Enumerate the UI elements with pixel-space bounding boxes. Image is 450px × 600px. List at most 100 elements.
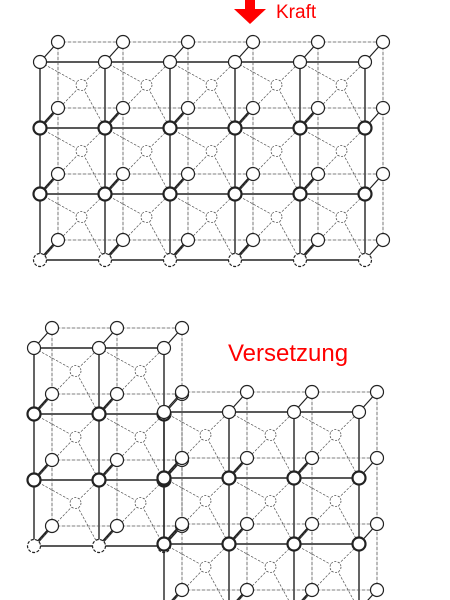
lattice-atom	[91, 340, 107, 356]
lattice-atom	[44, 386, 60, 402]
lattice-atom	[156, 340, 172, 356]
lattice-atom	[174, 320, 190, 336]
inner-atom	[199, 561, 212, 573]
lattice-bond	[104, 61, 147, 86]
lattice-atom	[221, 470, 237, 486]
lattice-atom	[50, 100, 66, 116]
lattice-atom	[97, 54, 113, 70]
inner-atom	[69, 431, 82, 443]
lattice-bond	[98, 347, 141, 372]
lattice-atom	[221, 536, 237, 552]
lattice-atom	[239, 582, 255, 598]
lattice-bond	[33, 347, 76, 372]
lattice-bond	[39, 127, 82, 152]
lattice-atom	[26, 472, 42, 488]
lattice-atom	[26, 538, 42, 554]
lattice-atom	[239, 516, 255, 532]
lattice-atom	[50, 232, 66, 248]
inner-atom	[134, 497, 147, 509]
lattice-atom	[32, 54, 48, 70]
lattice-bond	[33, 413, 76, 438]
lattice-bond	[270, 566, 289, 600]
inner-atom	[140, 145, 153, 157]
inner-atom	[270, 145, 283, 157]
lattice-atom	[162, 120, 178, 136]
lattice-atom	[245, 232, 261, 248]
lattice-atom	[304, 384, 320, 400]
dislocated-crystal-lattice	[26, 320, 385, 600]
lattice-atom	[245, 100, 261, 116]
inner-atom	[205, 145, 218, 157]
lattice-atom	[91, 406, 107, 422]
lattice-bond	[276, 150, 301, 195]
lattice-atoms	[32, 34, 391, 268]
lattice-atom	[351, 536, 367, 552]
lattice-atom	[292, 186, 308, 202]
lattice-atom	[180, 100, 196, 116]
lattice-bond	[228, 411, 271, 436]
lattice-atom	[97, 120, 113, 136]
lattice-bond	[205, 434, 230, 479]
lattice-atom	[351, 470, 367, 486]
lattice-bond	[335, 566, 354, 600]
lattice-bond	[169, 127, 212, 152]
lattice-bond	[211, 216, 236, 261]
lattice-atom	[162, 54, 178, 70]
lattice-bond	[169, 61, 212, 86]
lattice-bond	[33, 479, 76, 504]
lattice-atom	[369, 516, 385, 532]
lattice-bond	[276, 216, 301, 261]
lattice-bond	[293, 477, 336, 502]
inner-atom	[270, 211, 283, 223]
inner-atom	[205, 211, 218, 223]
lattice-bond	[293, 411, 336, 436]
lattice-atom	[227, 54, 243, 70]
lattice-atom	[162, 252, 178, 268]
lattice-bond	[205, 566, 224, 600]
lattice-atom	[174, 582, 190, 598]
lattice-atom	[32, 186, 48, 202]
inner-atom	[134, 431, 147, 443]
inner-atom	[335, 211, 348, 223]
inner-atom	[270, 79, 283, 91]
inner-atom	[205, 79, 218, 91]
lattice-atom	[357, 120, 373, 136]
inner-atom	[264, 561, 277, 573]
lattice-atom	[357, 54, 373, 70]
lattice-atom	[174, 516, 190, 532]
lattice-atom	[304, 450, 320, 466]
lattice-atom	[26, 406, 42, 422]
lattice-bond	[335, 500, 360, 545]
lattice-atom	[156, 470, 172, 486]
lattice-bond	[75, 370, 100, 415]
inner-atom	[335, 145, 348, 157]
lattice-atom	[44, 518, 60, 534]
lattice-atom	[109, 452, 125, 468]
lattice-bond	[211, 150, 236, 195]
lattice-bond	[39, 193, 82, 218]
lattice-atom	[32, 252, 48, 268]
lattice-bond	[146, 150, 171, 195]
lattice-atom	[180, 34, 196, 50]
lattice-atom	[310, 34, 326, 50]
lattice-bond	[205, 500, 230, 545]
lattice-bond	[341, 216, 366, 261]
lattice-atom	[239, 450, 255, 466]
lattice-bond	[341, 150, 366, 195]
lattice-bond	[341, 84, 366, 129]
lattice-bond	[169, 193, 212, 218]
lattice-bond	[228, 543, 271, 568]
lattice-atom	[44, 452, 60, 468]
inner-atom	[75, 79, 88, 91]
lattice-bond	[293, 543, 336, 568]
lattice-atom	[97, 252, 113, 268]
lattice-bond	[270, 500, 295, 545]
lattice-bond	[75, 502, 100, 547]
inner-atom	[134, 365, 147, 377]
lattice-atom	[292, 120, 308, 136]
lattice-bond	[146, 216, 171, 261]
lattice-bond	[81, 84, 106, 129]
lattice-bond	[234, 193, 277, 218]
lattice-atom	[115, 34, 131, 50]
